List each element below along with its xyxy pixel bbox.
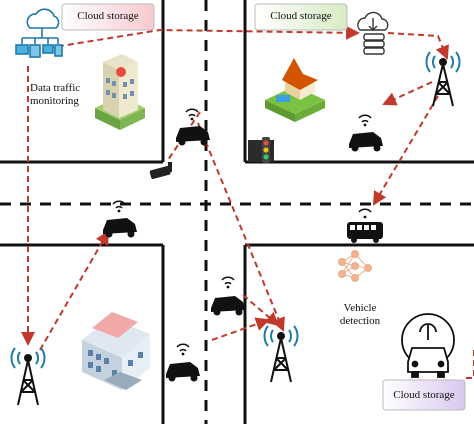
cell-tower-icon — [263, 325, 299, 383]
cctv-camera-icon — [149, 162, 172, 179]
cell-tower-icon — [425, 51, 461, 107]
vehicle-detection-label: Vehicle detection — [339, 302, 381, 327]
car-icon — [176, 108, 210, 146]
data-links — [21, 25, 474, 379]
cloud-storage-label-bottom-right: Cloud storage — [393, 389, 455, 401]
cloud-download-icon — [357, 11, 389, 55]
cloud-storage-box-bottom-right — [382, 379, 466, 411]
autonomous-car-icon — [401, 313, 455, 378]
neural-network-icon — [338, 250, 372, 282]
cloud-storage-label-top-left: Cloud storage — [77, 10, 139, 22]
car-icon — [103, 200, 137, 238]
traffic-light-icon — [248, 137, 274, 163]
house-icon — [265, 58, 325, 122]
data-traffic-monitoring-label: Data traffic monitoring — [30, 82, 81, 107]
car-icon — [349, 114, 383, 152]
cell-tower-icon — [10, 347, 46, 406]
cloud-network-icon — [15, 8, 63, 58]
cloud-storage-box-top-right — [254, 3, 348, 31]
bus-icon — [347, 208, 383, 243]
cloud-storage-label-top-right: Cloud storage — [270, 10, 332, 22]
cloud-storage-box-top-left — [61, 3, 155, 31]
car-icon — [166, 343, 200, 382]
school-building-icon — [82, 312, 150, 390]
car-icon — [211, 276, 245, 316]
hospital-building-icon — [95, 54, 145, 130]
